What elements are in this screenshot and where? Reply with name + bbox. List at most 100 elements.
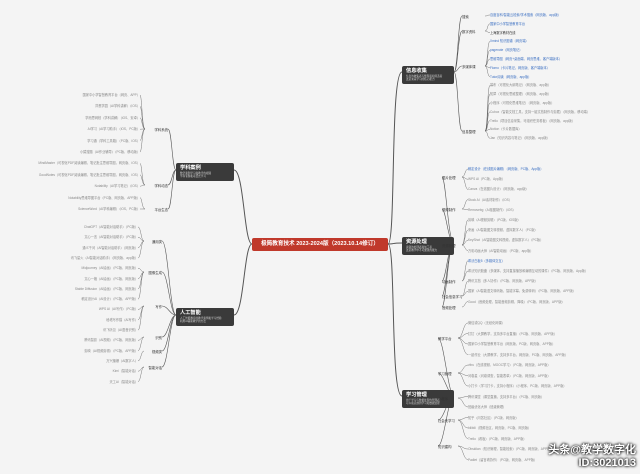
tool-item[interactable]: ScienceWord（AI学科编辑）（iOS、PC版） [78,207,140,211]
tool-item[interactable]: Stock AI（AI素材制作）（iOS） [468,197,512,202]
tool-item[interactable]: 一起作业（大屏教学，支持多平台，网页版、PC版、网页版、APP版） [468,352,569,357]
category-label[interactable]: 社会信息学习 [442,295,463,299]
tool-item[interactable]: 洋葱学园（AI学科讲解）（iOS） [95,104,140,109]
category-label[interactable]: 视频类 [151,350,162,354]
tool-item[interactable]: 知乎（问答社区）（PC版、网页版） [468,415,519,420]
central-topic[interactable]: 极简教育技术 2023-2024版（2023.10.14修订） [252,238,388,251]
tool-item[interactable]: MindMaster（可视化PDF阅读编辑，笔记批注思维导图，网页版、iOS） [38,161,140,166]
tool-item[interactable]: 钉钉（大屏教学，支持多平台直播）（PC版、网页版、APP版） [468,331,557,336]
tool-item[interactable]: Trello（看板）（PC版、网页版、APP版） [468,436,527,441]
category-label[interactable]: 图片处理 [442,176,456,180]
tool-item[interactable]: 希沃白板5（多媒体交互） [468,258,505,263]
tool-item[interactable]: Trello（项目信息采集，可组织任务看板）（网页版、app版） [490,118,575,123]
tool-item[interactable]: Obsidian（知识管理，智能检索）（PC版、网页版、APP版） [468,447,554,451]
category-label[interactable]: 视频制作 [442,208,456,212]
tool-item[interactable]: Removebg（AI抠图制作）（iOS） [468,207,516,212]
tool-item[interactable]: 文心一言（AI智能对话助手）（PC版） [84,235,138,240]
tool-item[interactable]: 上海数字教材在线 [490,30,516,35]
category-label[interactable]: 数字资料 [462,30,476,34]
tool-item[interactable]: 百度百科/智能云检索/学术搜索（网页版、app版） [490,13,561,17]
tool-item[interactable]: ChatGPT（AI智能对话助手）（PC版） [83,225,138,229]
tool-item[interactable]: Notability（AI学习笔记）（iOS） [94,184,140,189]
tool-item[interactable]: pagenote（网页笔记） [490,48,523,53]
tool-item[interactable]: Xmind 知识图谱（网页端） [490,39,529,44]
category-label[interactable]: 搜索 [462,15,469,19]
tool-item[interactable]: 天工AI（智能对话） [109,379,138,384]
category-label[interactable]: 信息整理 [462,130,476,134]
tool-item[interactable]: 希沃知识胶囊（多媒体，支持直接播放和编辑互动的课件）（PC版、网页版、App版） [468,269,589,273]
category-label[interactable]: 学科动态 [154,184,168,188]
tool-item[interactable]: AI学习（AI学习助手）（iOS、PC版） [87,127,140,132]
category-label[interactable]: 识别 [155,336,162,340]
tool-item[interactable]: 小猿搜题（AI作业辅导）（PC版、移动版） [79,150,140,154]
tool-item[interactable]: vitru（在线视频、MOOC学习）（PC版、网页版、APP版） [468,363,551,367]
tool-item[interactable]: 小打卡（学习打卡，支持小程序）（小程序、PC版、网页版、APP版） [468,384,567,388]
tool-item[interactable]: 国家（AI智能语文转码版，智能字幕，免费转码）（PC版、网页版、APP版） [468,289,576,294]
tool-item[interactable]: Canva（在线图片设计）（网页版、app版） [468,187,529,192]
tool-item[interactable]: 腾讯文档（多人协作）（PC版、网页版、APP版） [468,279,538,284]
tool-item[interactable]: 秘塔写作猫（AI写作） [106,317,138,322]
category-label[interactable]: 智能对话 [148,366,162,370]
tool-item[interactable]: GoodNotes（可视化PDF阅读编辑，笔记批注思维导图，网页版、iOS） [38,172,140,177]
tool-item[interactable]: 班级优化大师（班级管理） [468,405,507,409]
tool-item[interactable]: Padlet（留言墙协作）（PC版、网页版、APP版） [468,457,538,462]
tool-item[interactable]: 学习通（学科工具箱）（PC版、iOS） [87,138,140,143]
tool-item[interactable]: 剪映（AI视频剪辑）（PC版、iOS版） [468,218,521,222]
tool-item[interactable]: 国家中小学智慧教育平台（网页、APP） [82,93,140,97]
category-label[interactable]: 音频处理 [442,306,456,310]
category-label[interactable]: 写作 [155,305,162,309]
category-label[interactable]: 资源处理 [442,244,456,248]
tool-item[interactable]: 讯飞听见（AI语音识别） [103,328,138,332]
tool-item[interactable]: Midjourney（AI绘画）（PC版、网页版） [81,266,139,271]
tool-item[interactable]: Notion（卡片数据库） [490,127,522,132]
tool-item[interactable]: bilibili（视频社区，网页版、PC版、网页版） [468,426,532,430]
tool-item[interactable]: 剪映（AI视频剪辑）（PC版、APP版） [84,348,138,353]
category-label[interactable]: 学科系统 [154,128,168,132]
branch-left-0[interactable]: 学科案例数学案例学习和教学的视频学科专题和项目式学习 [176,163,234,181]
tool-item[interactable]: 知犀（可视化思维整理）（网页版、app版） [490,92,552,97]
branch-1[interactable]: 资源处理资源的处理者和加工者这是教学中不可或缺的能力 [402,237,454,255]
tool-item[interactable]: 万彩动画大师（AI智能动画）（PC版、app版） [468,248,534,253]
tool-item[interactable]: Good（音频处理，智能音频剪辑，降噪）（PC版、网页版、APP版） [468,299,565,304]
tool-item[interactable]: WPS AI（PC版、App版） [468,177,506,182]
tool-item[interactable]: 问卷星（问卷调查，智能表单）（PC版、网页版、APP版） [468,373,551,378]
tool-item[interactable]: 微信或QQ（无纸化网课） [468,321,505,325]
tool-item[interactable]: 小程序（可视化思维笔记）（网页版、app版） [490,101,555,105]
tool-item[interactable]: Notability思维导图平台（PC版、网页版、APP版） [68,195,140,200]
tool-item[interactable]: Tutor阅读（网页版、app版） [490,74,532,79]
category-label[interactable]: 教学平台 [438,337,452,341]
tool-item[interactable]: 万兴播爆（AI数字人） [106,358,138,363]
category-label[interactable]: 动画制作 [442,280,456,284]
tool-item[interactable]: 讯飞星火（AI智能对话助手）（网页版、app版） [70,255,138,260]
category-label[interactable]: 知识建构 [438,445,452,449]
category-label[interactable]: 多媒体课 [462,65,476,69]
tool-item[interactable]: 腾讯课堂（课堂直播，支持多平台）（PC版、网页版） [468,394,545,399]
category-label[interactable]: 小程序 [438,397,449,401]
tool-item[interactable]: 文心一格（AI绘画）（PC版、网页版） [84,276,138,281]
tool-item[interactable]: 国家中小学智慧教育平台 [490,21,526,26]
tool-item[interactable]: 思维导图（网页+桌面端、网页思维、客户端版本） [490,57,562,61]
category-label[interactable]: 通用类 [151,240,162,244]
tool-item[interactable]: 幕布（可视化大纲笔记）（网页版、app版） [490,83,552,88]
tool-item[interactable]: 学而思网校（学科讲解）（iOS、安卓） [85,115,140,120]
tool-item[interactable]: 稿定设计AI（AI设计）（PC版、APP版） [81,297,138,302]
branch-0[interactable]: 信息收集信息的收集者与整理者和筛选者这是未来学习的核心能力 [402,66,454,84]
category-label[interactable]: 学习管理 [438,372,452,376]
tool-item[interactable]: Flomo（卡片笔记，网页版、客户端版本） [490,65,550,70]
category-label[interactable]: 社会化学习 [438,419,455,423]
branch-left-1[interactable]: 人工智能人工智能教育的教学案例和学习经验利用AI辅助教学的方法 [176,308,234,326]
tool-item[interactable]: 国家中小学智慧教育平台（网页版，PC版、网页版、APP版） [468,342,556,346]
tool-item[interactable]: 来画（AI智能图文转视频，虚拟数字人）（PC版） [468,228,538,233]
tool-item[interactable]: WPS AI（AI写作）（PC版） [98,307,138,312]
tool-item[interactable]: KeyShot（AI智能图文转视频，虚拟数字人）（PC版） [468,238,544,243]
tool-item[interactable]: 通义千问（AI智能对话助手）（网页版） [82,245,138,250]
tool-item[interactable]: Kimi（智能对话） [112,369,138,374]
tool-item[interactable]: Jan（知识内容与笔记）（网页版、app版） [490,136,550,141]
tool-item[interactable]: Stable Diffusion（AI绘画）（PC版、网页版） [74,286,138,291]
category-label[interactable]: 平台生态 [154,208,168,212]
tool-item[interactable]: 稿定设计（在线图片编辑）（网页版、PC版、App版） [468,167,544,171]
tool-item[interactable]: 腾讯智影（AI视频）（PC版、网页版） [84,338,138,343]
branch-2[interactable]: 学习管理用于学习与数据处理的管理者可以和高效的学习和数据处理 [402,390,454,408]
category-label[interactable]: 图像生成 [148,271,162,275]
tool-item[interactable]: Cubox（智能文档工具，支持一键文档制作与剪藏）（网页版，移动端） [490,109,591,114]
